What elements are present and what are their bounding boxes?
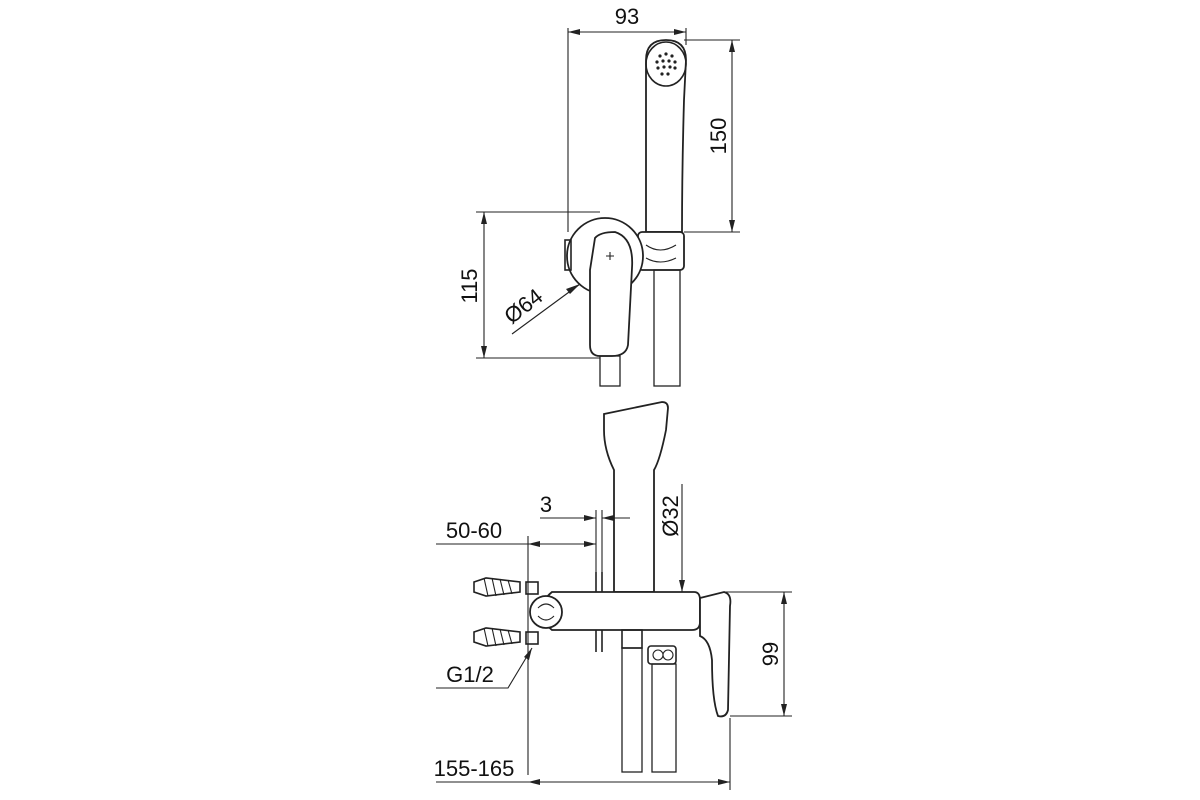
- dim-side-connection: G1/2: [446, 662, 494, 687]
- dim-side-wall-depth: 50-60: [446, 518, 502, 543]
- dim-top-height-handshower: 150: [706, 118, 731, 155]
- side-hose-left: [621, 647, 643, 773]
- dim-side-height: 99: [758, 642, 783, 666]
- front-shower-head: [645, 41, 687, 87]
- front-hose-left: [599, 355, 621, 387]
- front-holder: [637, 231, 685, 271]
- side-hose-right: [651, 663, 677, 773]
- side-body: [541, 591, 701, 631]
- shower-nozzles-icon: [655, 52, 677, 76]
- wall-connector: [529, 595, 563, 629]
- dim-top-width: 93: [615, 4, 639, 29]
- side-lever: [699, 591, 732, 718]
- wall-anchor-icon: [473, 627, 521, 647]
- dim-side-total-depth: 155-165: [434, 756, 515, 781]
- dim-top-diameter: Ø64: [499, 283, 547, 328]
- wall-anchor-icon: [473, 577, 521, 597]
- side-handshower: [603, 401, 669, 593]
- front-lever: [589, 231, 634, 357]
- front-view: 93 150 115 Ø64: [457, 4, 740, 387]
- front-handshower: [645, 39, 687, 233]
- dim-side-diameter: Ø32: [658, 495, 683, 537]
- dim-side-gap: 3: [540, 492, 552, 517]
- dim-top-height-body: 115: [457, 268, 482, 303]
- side-view: 3 50-60 Ø32 99 G1/2 155-165: [434, 401, 792, 790]
- front-hose-right: [653, 269, 681, 387]
